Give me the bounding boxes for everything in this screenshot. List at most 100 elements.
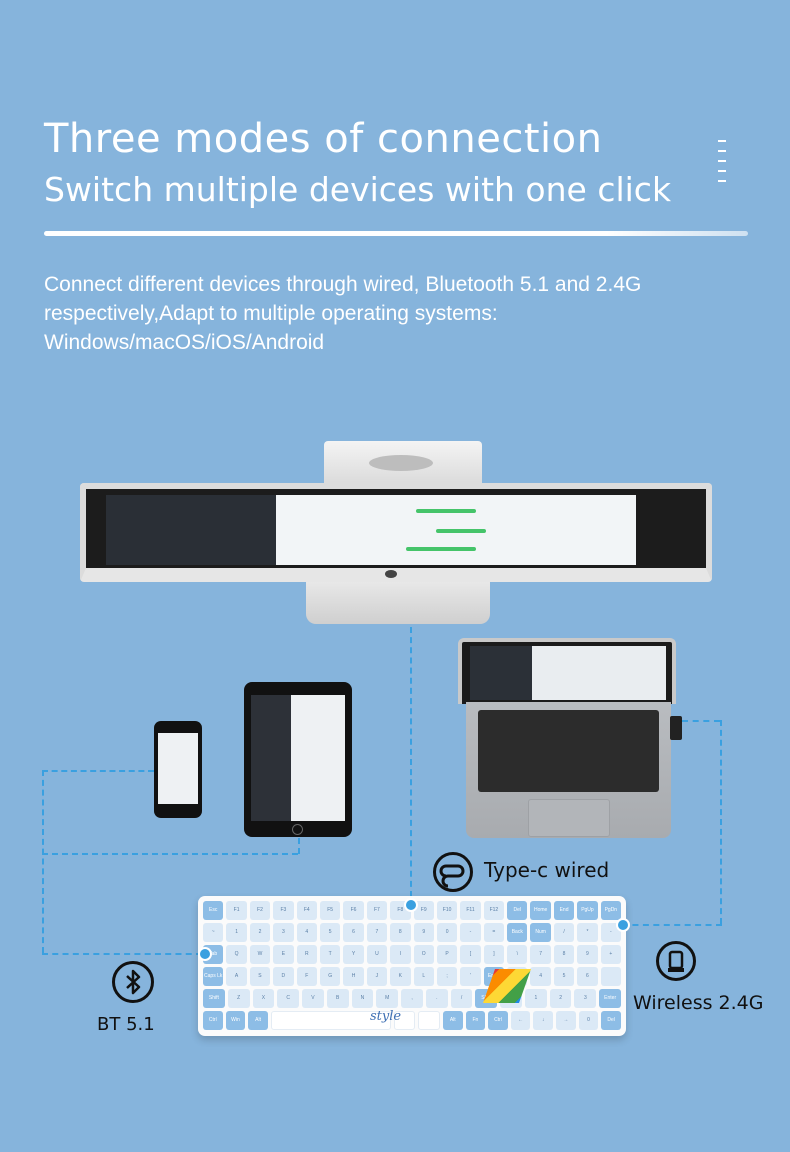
keycap: = bbox=[483, 923, 505, 942]
connection-point-wireless bbox=[616, 918, 630, 932]
keycap: Shift bbox=[203, 989, 225, 1008]
wireless-label: Wireless 2.4G bbox=[633, 992, 764, 1014]
keycap: - bbox=[460, 923, 481, 942]
keycap: → bbox=[556, 1011, 576, 1030]
decorative-dashes bbox=[718, 140, 728, 190]
keycap: 7 bbox=[366, 923, 388, 942]
keycap: V bbox=[302, 989, 324, 1008]
spacebar-style-text: style bbox=[370, 1009, 402, 1024]
laptop-lid bbox=[458, 638, 676, 704]
keycap: Ctrl bbox=[488, 1011, 508, 1030]
keycap: End bbox=[553, 901, 575, 920]
keycap: F4 bbox=[296, 901, 317, 920]
keycap: Z bbox=[227, 989, 250, 1008]
laptop-keyboard bbox=[478, 710, 659, 792]
keycap: 9 bbox=[577, 945, 598, 964]
keycap: Esc bbox=[203, 901, 224, 920]
keycap: ] bbox=[483, 945, 505, 964]
keycap: Fn bbox=[465, 1011, 486, 1030]
connector-wireless-top bbox=[682, 720, 720, 722]
monitor-display bbox=[80, 483, 712, 582]
keycap: 2 bbox=[249, 923, 271, 942]
keycap: Y bbox=[343, 945, 364, 964]
keycap: N bbox=[351, 989, 374, 1008]
chat-panel bbox=[276, 495, 636, 565]
keycap: S bbox=[249, 967, 271, 986]
phone-screen bbox=[158, 733, 198, 804]
keycap: X bbox=[252, 989, 275, 1008]
usb-dongle-icon bbox=[656, 941, 696, 981]
description-line: respectively,Adapt to multiple operating… bbox=[44, 302, 498, 325]
connector-wireless-right bbox=[720, 720, 722, 924]
keycap: L bbox=[413, 967, 434, 986]
laptop-sidebar bbox=[470, 646, 532, 700]
connector-bt-bottom bbox=[42, 953, 202, 955]
keycap: 7 bbox=[530, 945, 551, 964]
connector-tablet-across bbox=[42, 853, 298, 855]
laptop-trackpad bbox=[528, 799, 610, 837]
keycap: Num bbox=[530, 923, 551, 942]
description-line: Connect different devices through wired,… bbox=[44, 273, 642, 296]
bluetooth-label: BT 5.1 bbox=[97, 1014, 155, 1035]
keycap: E bbox=[273, 945, 294, 964]
connector-bt-left bbox=[42, 770, 44, 953]
typec-label: Type-c wired bbox=[484, 858, 610, 882]
connector-monitor bbox=[410, 627, 412, 897]
connection-point-bt bbox=[198, 947, 212, 961]
monitor-stand-hole bbox=[369, 455, 433, 471]
keycap: F9 bbox=[413, 901, 434, 920]
keycap: 0 bbox=[436, 923, 458, 942]
keycap bbox=[393, 1011, 416, 1030]
keycap: C bbox=[277, 989, 300, 1008]
keycap: Alt bbox=[442, 1011, 463, 1030]
keycap bbox=[270, 1011, 391, 1030]
keycap: F10 bbox=[436, 901, 458, 920]
keycap: + bbox=[600, 945, 622, 964]
keycap: Win bbox=[225, 1011, 246, 1030]
keycap: Back bbox=[507, 923, 528, 942]
keycap: Ctrl bbox=[203, 1011, 223, 1030]
keycap: . bbox=[425, 989, 448, 1008]
keycap: 8 bbox=[390, 923, 411, 942]
keycap: 9 bbox=[413, 923, 434, 942]
description-line: Windows/macOS/iOS/Android bbox=[44, 331, 325, 354]
keycap: 0 bbox=[578, 1011, 599, 1030]
keycap: A bbox=[226, 967, 247, 986]
keycap: \ bbox=[507, 945, 528, 964]
keycap: Del bbox=[507, 901, 528, 920]
keycap: Caps Lk bbox=[203, 967, 224, 986]
typec-cable-icon bbox=[433, 852, 473, 892]
tablet bbox=[244, 682, 352, 837]
connector-tablet-down bbox=[298, 838, 300, 854]
keycap: K bbox=[390, 967, 411, 986]
divider-line bbox=[44, 231, 748, 236]
keycap: F6 bbox=[343, 901, 364, 920]
keycap: Del bbox=[601, 1011, 621, 1030]
keycap: [ bbox=[460, 945, 481, 964]
usb-dongle-icon bbox=[670, 716, 682, 740]
keycap: - bbox=[600, 923, 622, 942]
keycap: G bbox=[319, 967, 341, 986]
keycap: 5 bbox=[319, 923, 341, 942]
keycap: T bbox=[319, 945, 341, 964]
keycap: 1 bbox=[226, 923, 247, 942]
keycap: J bbox=[366, 967, 388, 986]
bluetooth-icon bbox=[112, 961, 154, 1003]
keycap: PgUp bbox=[577, 901, 598, 920]
page-subtitle: Switch multiple devices with one click bbox=[44, 170, 672, 209]
connector-wireless-bottom bbox=[622, 924, 722, 926]
keycap: * bbox=[577, 923, 598, 942]
laptop-base bbox=[466, 702, 671, 838]
tablet-sidebar bbox=[251, 695, 291, 821]
keycap: Enter bbox=[599, 989, 622, 1008]
keycap: F2 bbox=[249, 901, 271, 920]
keycap: 3 bbox=[273, 923, 294, 942]
keycap: 3 bbox=[574, 989, 597, 1008]
connector-bt-top bbox=[42, 770, 154, 772]
keycap: 4 bbox=[296, 923, 317, 942]
